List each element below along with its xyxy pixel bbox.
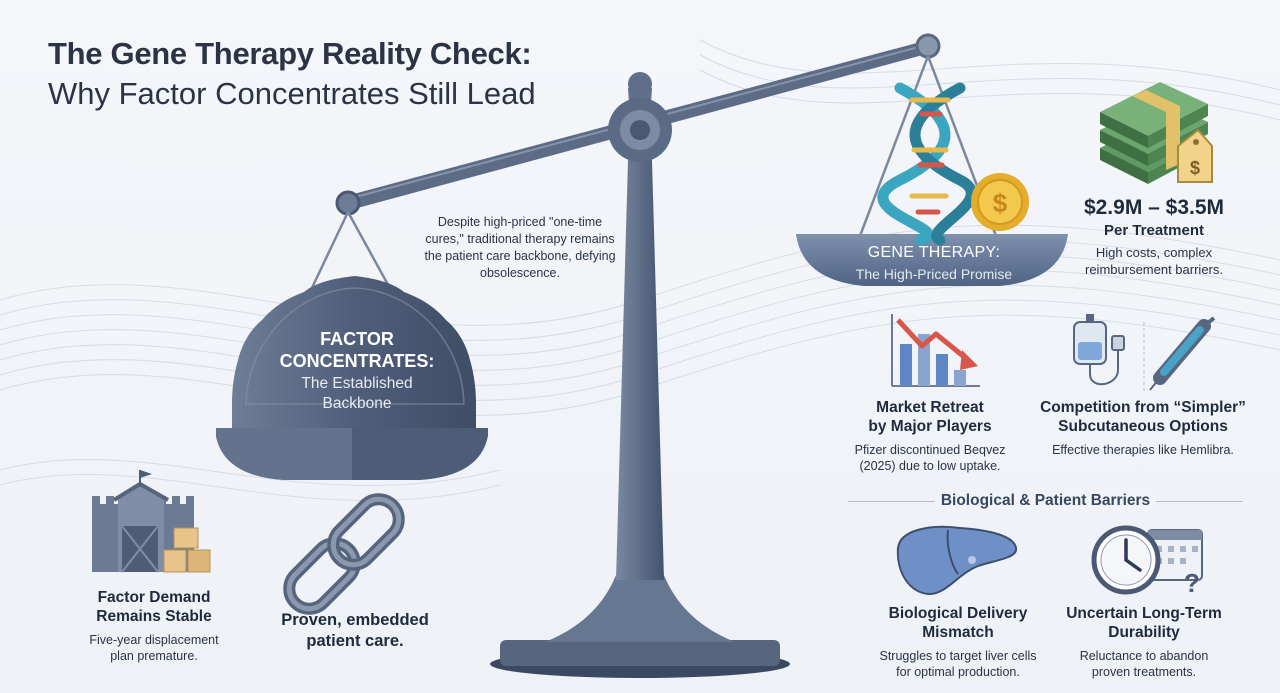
dollar-coin-icon: $ xyxy=(971,173,1029,231)
scale-pivot xyxy=(608,98,672,162)
price-amount: $2.9M – $3.5M xyxy=(1083,196,1225,219)
gene-heading: GENE THERAPY: xyxy=(867,244,1001,261)
factor-demand-d1: Five-year displacement xyxy=(89,633,219,647)
durability-d2: proven treatments. xyxy=(1091,665,1197,679)
scale-pole xyxy=(616,160,664,580)
durability-h2: Durability xyxy=(1108,624,1180,641)
gene-sub: The High-Priced Promise xyxy=(855,266,1013,282)
chain-link-icon xyxy=(283,493,405,615)
competition-block: Competition from “Simpler” Subcutaneous … xyxy=(1030,398,1256,458)
price-desc-2: reimbursement barriers. xyxy=(1085,262,1223,277)
market-retreat-block: Market Retreat by Major Players Pfizer d… xyxy=(830,398,1030,474)
svg-text:$: $ xyxy=(993,188,1008,218)
scale-caption: Despite high-priced "one-time cures," tr… xyxy=(424,215,616,280)
clock-calendar-icon: ? xyxy=(1091,525,1203,598)
durability-d1: Reluctance to abandon xyxy=(1079,649,1209,663)
factor-demand-block: Factor Demand Remains Stable Five-year d… xyxy=(56,588,252,664)
liver-icon xyxy=(896,525,1018,596)
factor-pan xyxy=(216,428,488,480)
gene-therapy-pan xyxy=(796,234,1068,286)
price-block: $2.9M – $3.5M Per Treatment High costs, … xyxy=(1070,196,1238,278)
market-retreat-h1: Market Retreat xyxy=(876,399,984,416)
factor-demand-d2: plan premature. xyxy=(110,649,198,663)
factor-heading-1: FACTOR xyxy=(320,329,394,349)
factor-demand-h2: Remains Stable xyxy=(96,608,212,625)
market-retreat-d2: (2025) due to low uptake. xyxy=(859,459,1001,473)
price-per: Per Treatment xyxy=(1103,222,1205,239)
scale-base xyxy=(490,570,790,678)
factor-sub-2: Backbone xyxy=(322,395,392,412)
competition-h2: Subcutaneous Options xyxy=(1058,418,1228,435)
durability-h1: Uncertain Long-Term xyxy=(1066,605,1222,622)
bio-delivery-d1: Struggles to target liver cells xyxy=(879,649,1037,663)
proven-h1: Proven, embedded xyxy=(281,611,429,629)
title-line-2: Why Factor Concentrates Still Lead xyxy=(48,76,536,111)
bio-delivery-h2: Mismatch xyxy=(922,624,994,641)
factor-concentrates-label: FACTOR CONCENTRATES: The Established Bac… xyxy=(252,328,462,414)
castle-warehouse-icon xyxy=(92,470,211,573)
competition-d1: Effective therapies like Hemlibra. xyxy=(1052,443,1234,457)
factor-weight-badge xyxy=(232,276,476,430)
svg-text:?: ? xyxy=(1184,568,1200,598)
proven-h2: patient care. xyxy=(306,632,404,650)
market-retreat-d1: Pfizer discontinued Beqvez xyxy=(854,443,1006,457)
factor-demand-h1: Factor Demand xyxy=(97,589,211,606)
proven-block: Proven, embedded patient care. xyxy=(262,610,448,652)
gene-therapy-label: GENE THERAPY: The High-Priced Promise xyxy=(800,244,1068,282)
title-line-1: The Gene Therapy Reality Check: xyxy=(48,36,532,71)
price-tag-icon: $ xyxy=(1177,128,1213,183)
competition-h1: Competition from “Simpler” xyxy=(1040,399,1246,416)
dna-helix-icon xyxy=(877,82,977,246)
market-retreat-h2: by Major Players xyxy=(868,418,992,435)
bio-delivery-d2: for optimal production. xyxy=(896,665,1020,679)
factor-heading-2: CONCENTRATES: xyxy=(279,351,435,371)
durability-block: Uncertain Long-Term Durability Reluctanc… xyxy=(1054,604,1234,680)
bio-delivery-block: Biological Delivery Mismatch Struggles t… xyxy=(850,604,1066,680)
factor-sub-1: The Established xyxy=(301,375,413,392)
injector-pen-icon xyxy=(1149,316,1216,391)
price-desc-1: High costs, complex xyxy=(1095,245,1213,260)
barriers-section-heading: Biological & Patient Barriers xyxy=(848,490,1243,512)
svg-text:$: $ xyxy=(1190,158,1200,178)
bio-delivery-h1: Biological Delivery xyxy=(888,605,1028,622)
iv-bag-icon xyxy=(1073,314,1125,385)
declining-bar-chart-icon xyxy=(891,314,980,387)
barriers-heading-text: Biological & Patient Barriers xyxy=(934,492,1157,509)
